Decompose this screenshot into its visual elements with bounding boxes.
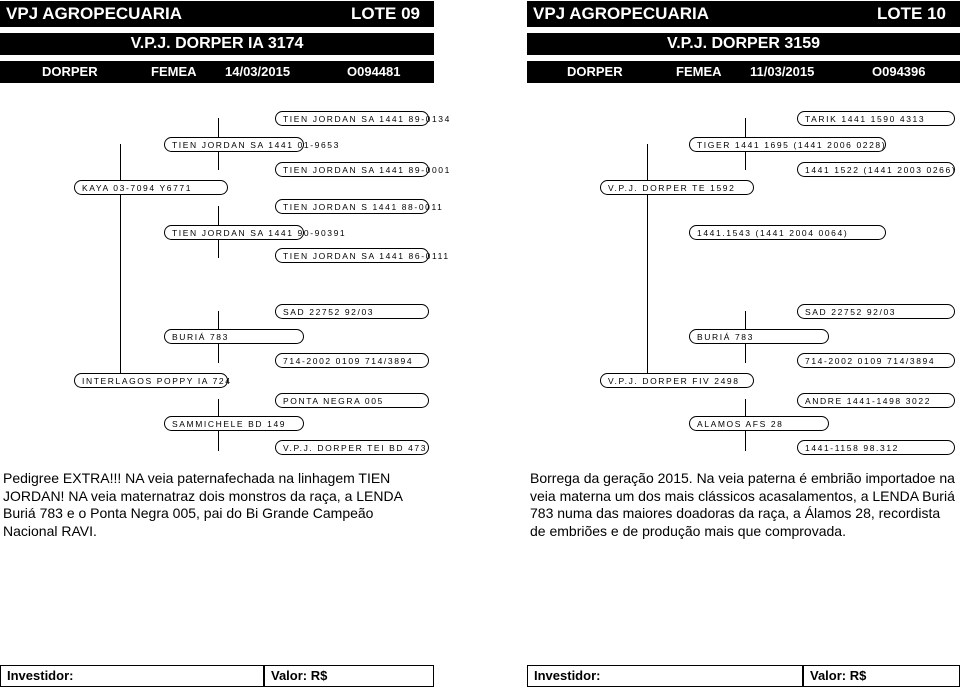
left-dds: PONTA NEGRA 005	[275, 393, 429, 408]
left-sire: KAYA 03-7094 Y6771	[74, 180, 228, 195]
connector-line	[647, 144, 648, 388]
left-ddd: V.P.J. DORPER TEI BD 473	[275, 440, 429, 455]
left-dam-sire: BURIÁ 783	[164, 329, 304, 344]
right-sire-dam: 1441.1543 (1441 2004 0064)	[689, 225, 886, 240]
left-value-field[interactable]: Valor: R$	[264, 665, 434, 687]
right-value-field[interactable]: Valor: R$	[803, 665, 960, 687]
left-investor-label: Investidor:	[7, 668, 74, 683]
right-ddd: 1441-1158 98.312	[797, 440, 955, 455]
right-animal-name: V.P.J. DORPER 3159	[667, 35, 820, 52]
left-dam-dam: SAMMICHELE BD 149	[164, 416, 304, 431]
right-header-row-3: DORPER FEMEA 11/03/2015 O094396	[527, 61, 960, 83]
left-header-row-3: DORPER FEMEA 14/03/2015 O094481	[0, 61, 434, 83]
left-header-row-1: VPJ AGROPECUARIA LOTE 09	[0, 1, 434, 27]
right-breed: DORPER	[567, 64, 623, 79]
right-dam: V.P.J. DORPER FIV 2498	[600, 373, 754, 388]
right-sex: FEMEA	[676, 64, 722, 79]
left-value-label: Valor: R$	[271, 668, 328, 683]
right-investor-label: Investidor:	[534, 668, 601, 683]
left-ssd: TIEN JORDAN SA 1441 89-0001	[275, 162, 449, 177]
left-registration: O094481	[347, 64, 401, 79]
left-sire-sire: TIEN JORDAN SA 1441 01-9653	[164, 137, 338, 152]
left-sire-dam: TIEN JORDAN SA 1441 90-90391	[164, 225, 345, 240]
left-description: Pedigree EXTRA!!! NA veia paternafechada…	[3, 470, 403, 539]
right-header-row-2: V.P.J. DORPER 3159	[527, 33, 960, 55]
right-dss: SAD 22752 92/03	[797, 304, 955, 319]
left-dss: SAD 22752 92/03	[275, 304, 429, 319]
left-breed: DORPER	[42, 64, 98, 79]
right-dam-sire: BURIÁ 783	[689, 329, 829, 344]
right-value-label: Valor: R$	[810, 668, 867, 683]
right-dam-dam: ALAMOS AFS 28	[689, 416, 829, 431]
left-lot: LOTE 09	[351, 4, 420, 23]
right-description: Borrega da geração 2015. Na veia paterna…	[530, 470, 955, 539]
left-birth-date: 14/03/2015	[225, 64, 291, 79]
left-dam: INTERLAGOS POPPY IA 724	[74, 373, 230, 388]
connector-line	[120, 144, 121, 388]
left-investor-field[interactable]: Investidor:	[0, 665, 264, 687]
right-investor-field[interactable]: Investidor:	[527, 665, 803, 687]
left-sdd: TIEN JORDAN SA 1441 86-0111	[275, 248, 448, 263]
right-birth-date: 11/03/2015	[750, 64, 815, 79]
right-header-row-1: VPJ AGROPECUARIA LOTE 10	[527, 1, 960, 27]
left-animal-name: V.P.J. DORPER IA 3174	[130, 35, 304, 52]
right-sire: V.P.J. DORPER TE 1592	[600, 180, 754, 195]
left-sds: TIEN JORDAN S 1441 88-0011	[275, 199, 442, 214]
right-registration: O094396	[872, 64, 926, 79]
left-sex: FEMEA	[151, 64, 197, 79]
left-company: VPJ AGROPECUARIA	[6, 4, 183, 23]
left-sss: TIEN JORDAN SA 1441 89-0134	[275, 111, 449, 126]
right-lot: LOTE 10	[877, 4, 946, 23]
right-dds: ANDRE 1441-1498 3022	[797, 393, 955, 408]
right-dsd: 714-2002 0109 714/3894	[797, 353, 955, 368]
right-sire-sire: TIGER 1441 1695 (1441 2006 0228)	[689, 137, 886, 152]
left-header-row-2: V.P.J. DORPER IA 3174	[0, 33, 434, 55]
right-ssd: 1441 1522 (1441 2003 0266)	[797, 162, 955, 177]
left-dsd: 714-2002 0109 714/3894	[275, 353, 429, 368]
right-company: VPJ AGROPECUARIA	[533, 4, 710, 23]
right-sss: TARIK 1441 1590 4313	[797, 111, 955, 126]
